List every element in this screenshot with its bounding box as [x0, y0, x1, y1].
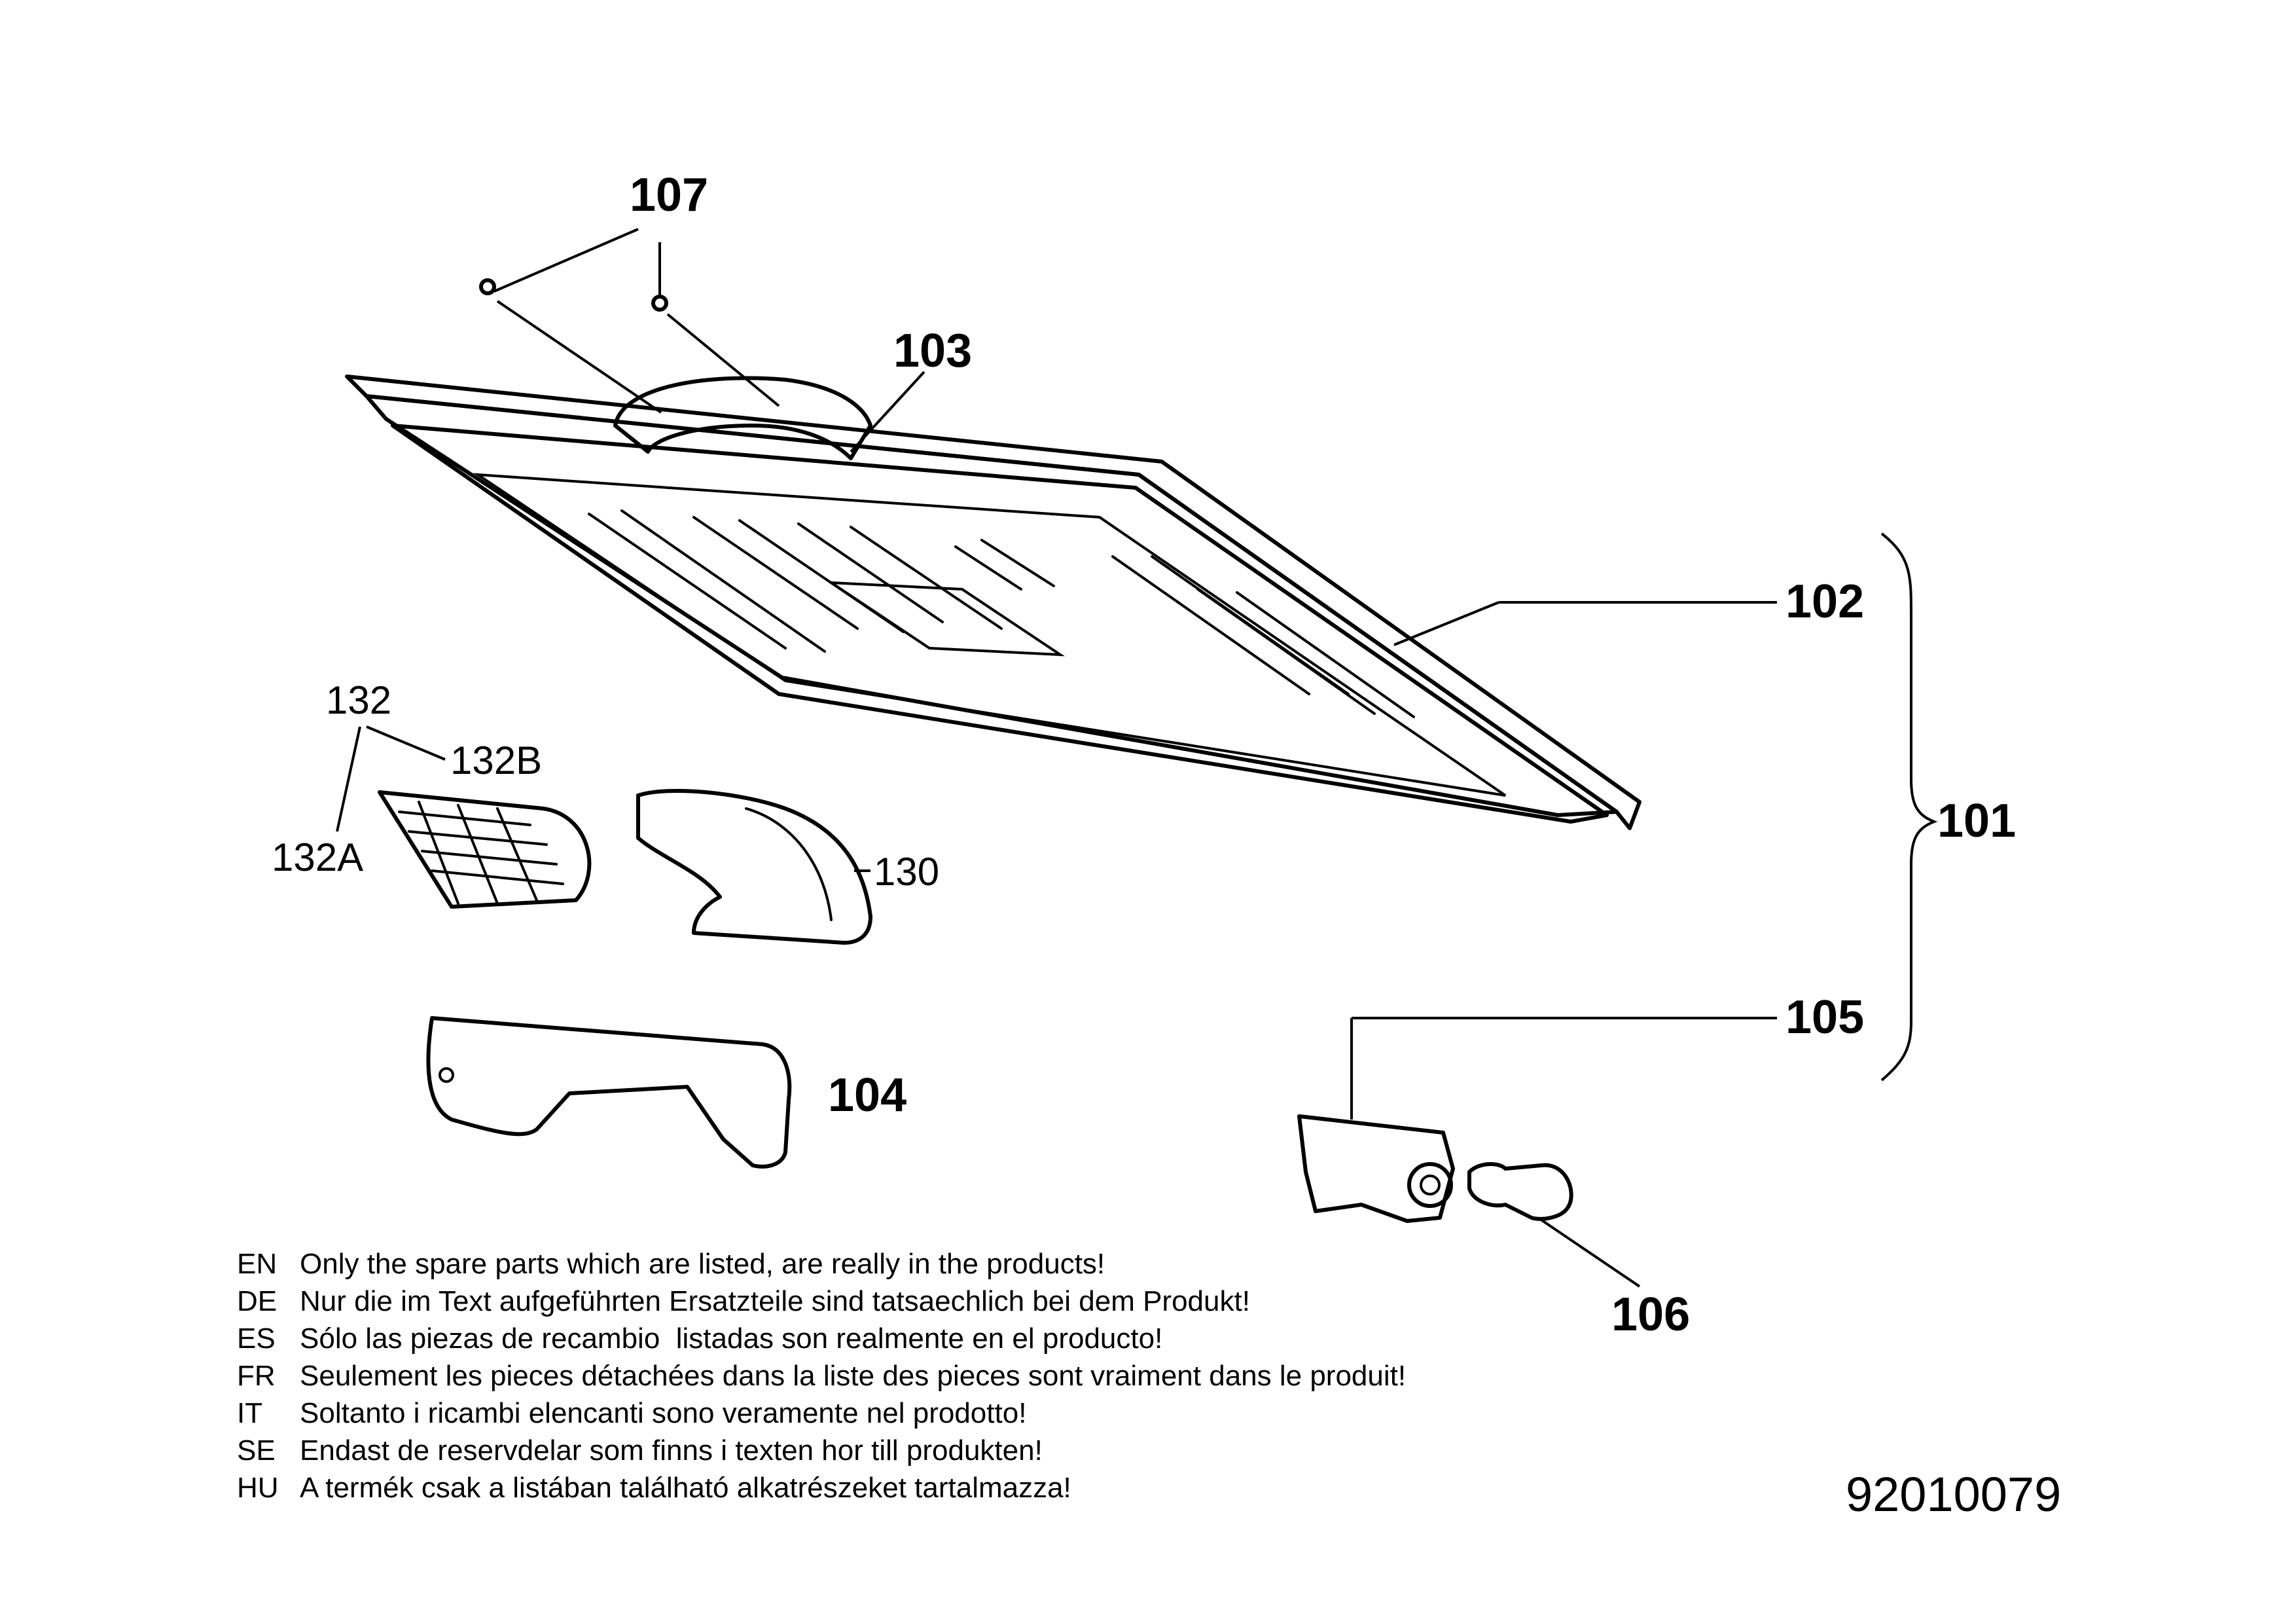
leader-lines [336, 228, 1938, 1288]
note-line-en: EN Only the spare parts which are listed,… [237, 1245, 1677, 1283]
leader-107-a [493, 228, 639, 293]
lens-texture [398, 801, 564, 905]
note-text: Soltanto i ricambi elencanti sono verame… [300, 1397, 1027, 1429]
part-102-cover-panel [345, 374, 1641, 830]
label-103: 103 [893, 325, 972, 377]
note-text: Nur die im Text aufgeführten Ersatzteile… [300, 1285, 1250, 1317]
note-text: A termék csak a listában található alkat… [300, 1472, 1071, 1504]
label-106: 106 [1611, 1288, 1690, 1341]
note-line-se: SE Endast de reservdelar som finns i text… [237, 1432, 1677, 1469]
cover-grille-slots [588, 509, 1415, 718]
leader-106 [1537, 1216, 1641, 1288]
part-labels: 107 103 102 101 105 104 106 132 132B 132… [272, 169, 2016, 1341]
part-107-screws [479, 278, 780, 414]
note-text: Sólo las piezas de recambio listadas son… [300, 1322, 1163, 1355]
leader-132-a [336, 726, 361, 832]
note-lang-code: FR [237, 1360, 276, 1392]
note-lang-code: IT [237, 1397, 263, 1429]
note-text: Only the spare parts which are listed, a… [300, 1248, 1105, 1280]
label-107: 107 [630, 169, 708, 221]
note-lang-code: SE [237, 1434, 276, 1467]
part-103-cover-handle [613, 376, 872, 460]
label-132: 132 [326, 678, 391, 722]
part-132-lens [378, 790, 592, 909]
label-101: 101 [1937, 795, 2016, 847]
label-130: 130 [874, 850, 939, 894]
note-lang-code: DE [237, 1285, 278, 1317]
leader-103 [850, 371, 925, 453]
label-105: 105 [1785, 991, 1864, 1044]
note-line-it: IT Soltanto i ricambi elencanti sono vera… [237, 1395, 1677, 1432]
cover-center-window [826, 581, 1066, 657]
note-line-de: DE Nur die im Text aufgeführten Ersatztei… [237, 1283, 1677, 1320]
note-lang-code: ES [237, 1322, 276, 1355]
label-102: 102 [1785, 575, 1864, 628]
label-132B: 132B [450, 739, 542, 782]
spare-parts-notice: EN Only the spare parts which are listed,… [237, 1245, 1677, 1506]
note-lang-code: HU [237, 1472, 279, 1504]
label-132A: 132A [272, 835, 363, 879]
note-line-hu: HU A termék csak a listában található alk… [237, 1469, 1677, 1506]
part-130-lamp-cover [636, 788, 872, 945]
note-text: Endast de reservdelar som finns i texten… [300, 1434, 1043, 1467]
note-lang-code: EN [237, 1248, 278, 1280]
part-105-lamp-holder [1297, 1114, 1455, 1223]
leader-102 [1393, 601, 1499, 646]
part-104-handle [426, 1016, 792, 1169]
note-line-es: ES Sólo las piezas de recambio listadas s… [237, 1320, 1677, 1357]
label-104: 104 [828, 1069, 906, 1122]
note-line-fr: FR Seulement les pieces détachées dans la… [237, 1357, 1677, 1395]
leader-132-b [366, 725, 446, 761]
document-number: 92010079 [1846, 1467, 2062, 1522]
note-text: Seulement les pieces détachées dans la l… [300, 1360, 1407, 1392]
brace-101 [1880, 532, 1938, 1082]
part-106-lamp-bulb [1467, 1162, 1573, 1221]
